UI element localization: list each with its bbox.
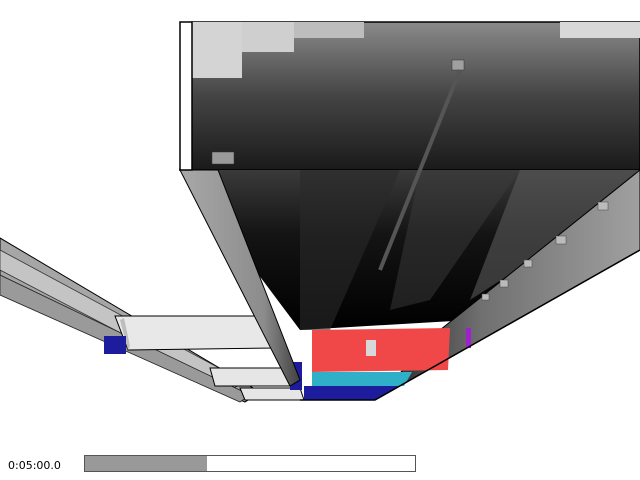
- time-display: 0:05:00.0: [8, 459, 61, 472]
- 3d-scene-viewport[interactable]: [0, 0, 640, 450]
- left-wing: [0, 237, 305, 403]
- building-front-face: [180, 69, 640, 330]
- building-top-face: [179, 21, 640, 171]
- building-left-wall: [179, 21, 301, 387]
- playback-progress-bar[interactable]: [84, 455, 416, 472]
- fire-region: [304, 328, 450, 400]
- progress-fill: [85, 456, 208, 471]
- building-bottom-edge: [300, 249, 640, 401]
